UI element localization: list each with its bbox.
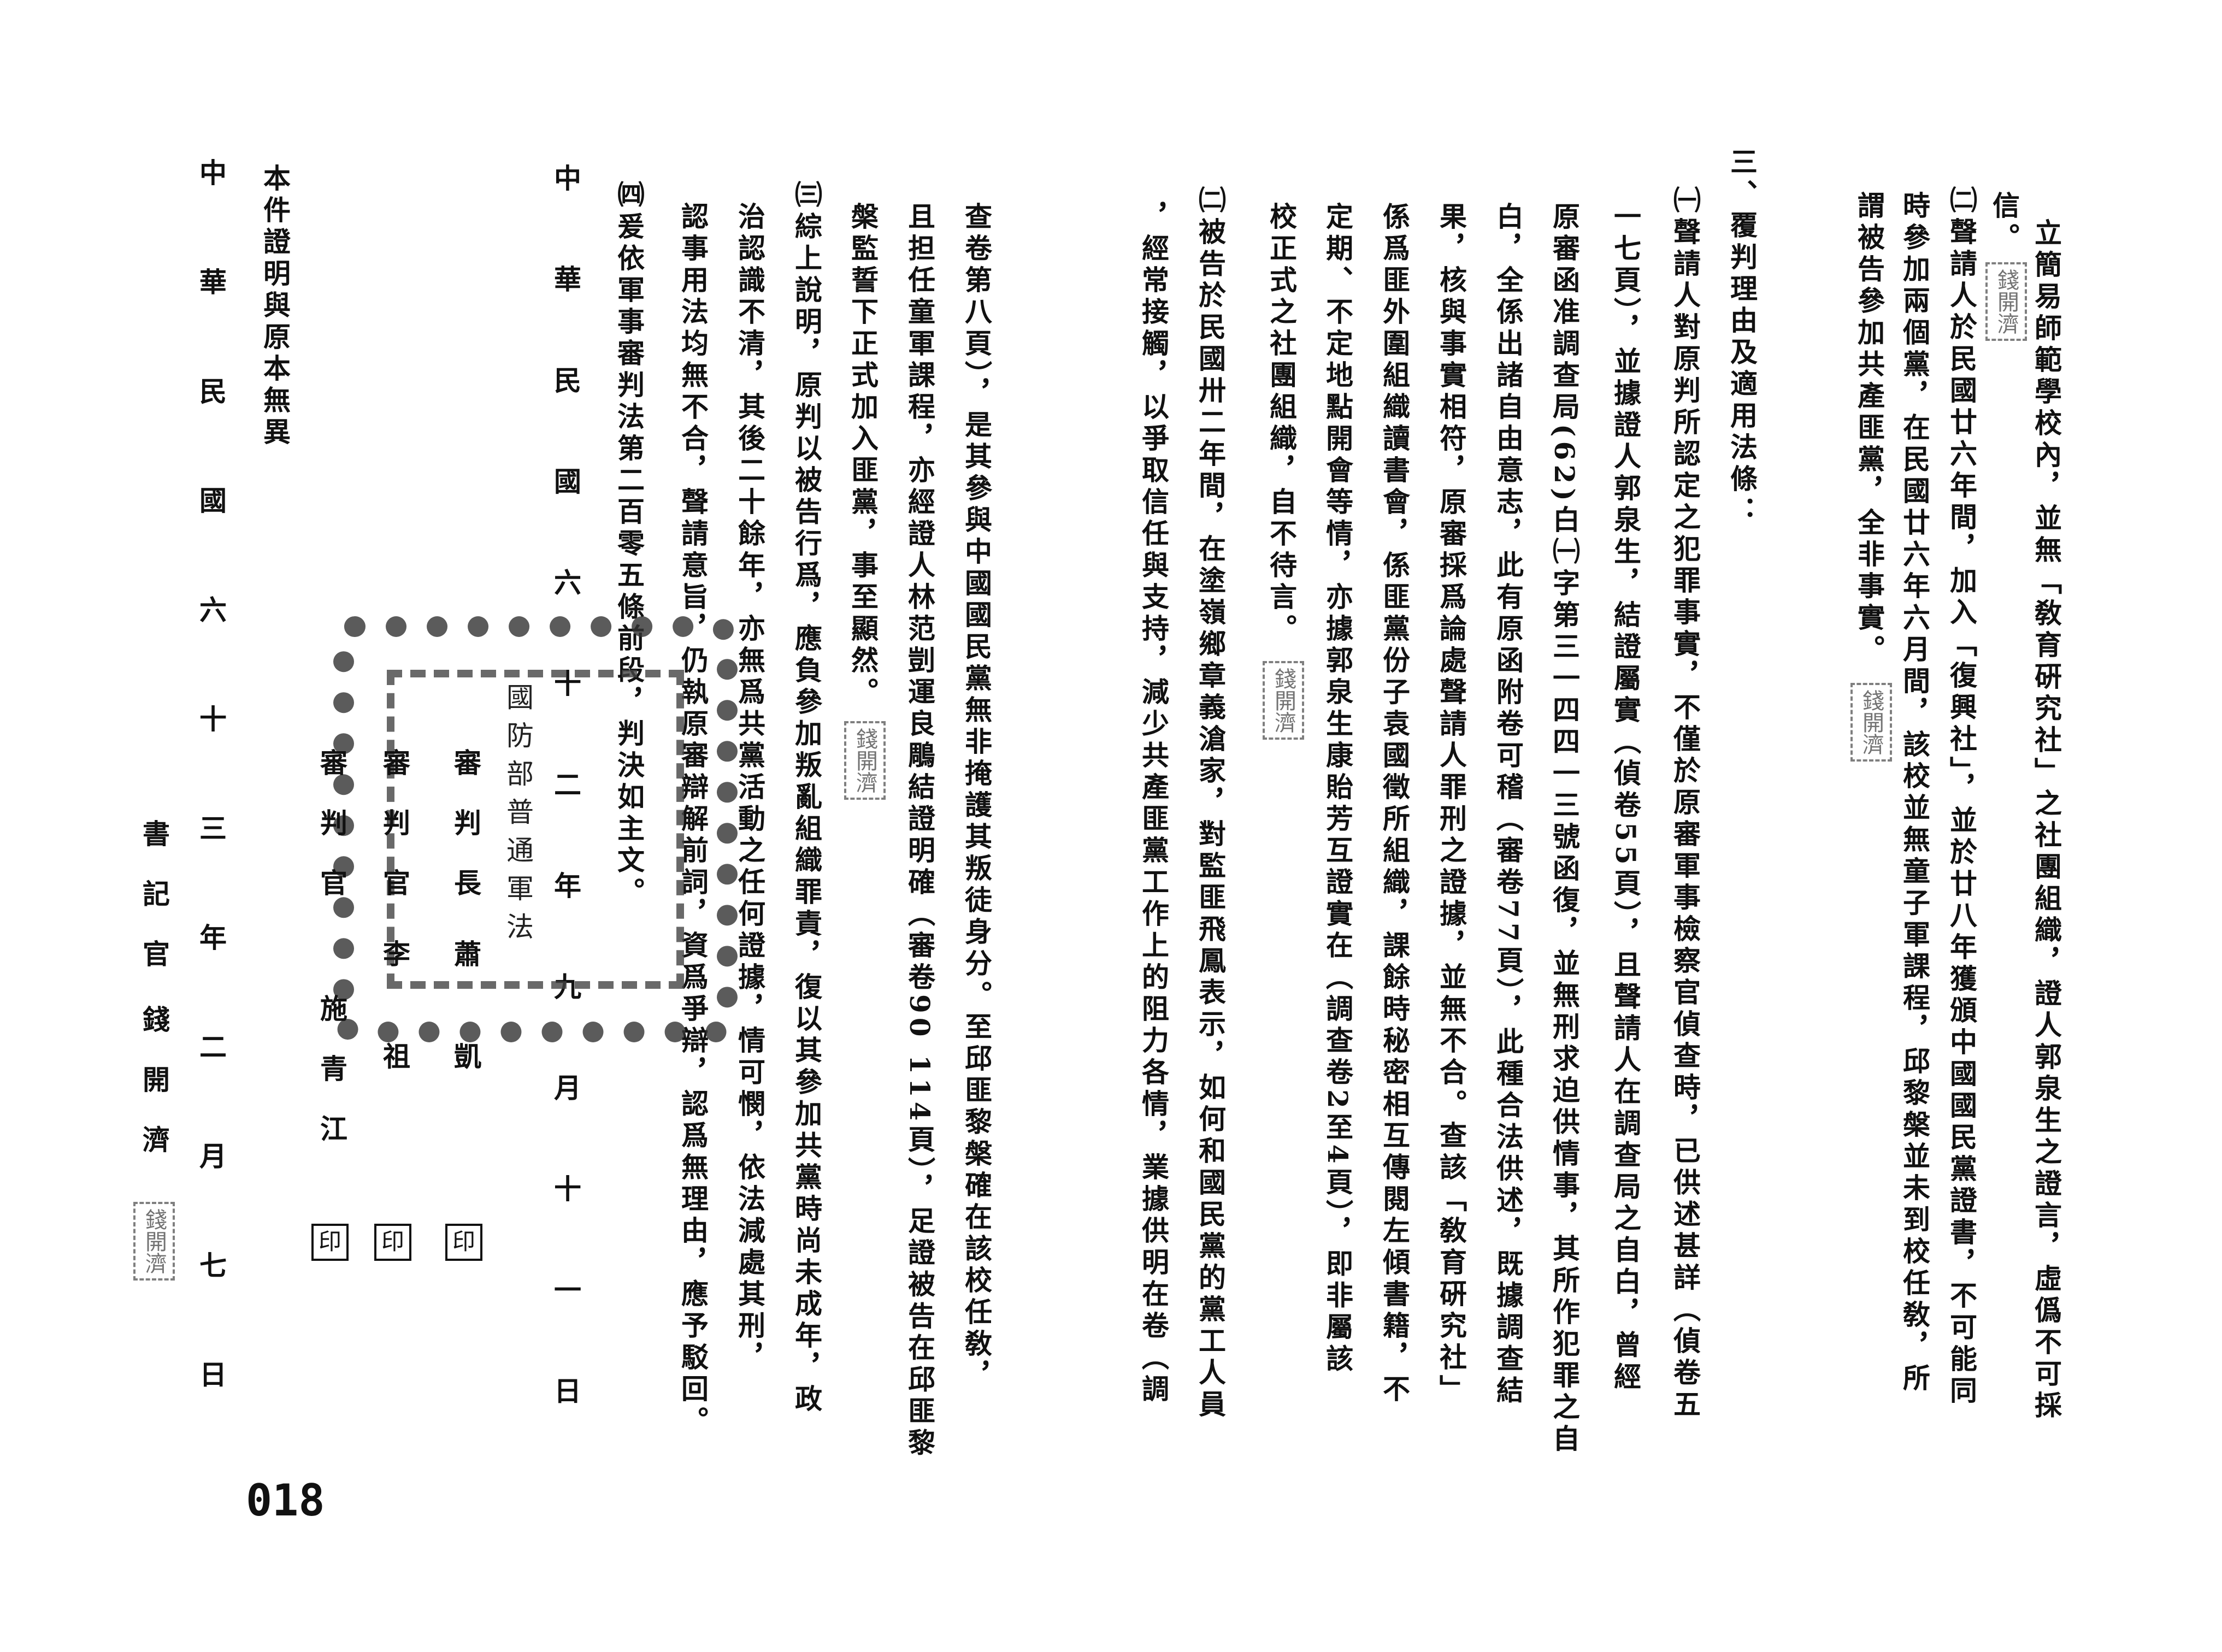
- judge-title: 審判長: [450, 748, 482, 929]
- text-column-10: 白，全係出諸自由意志，此有原函附卷可稽（審卷77頁），此種合法供述，既據調查結: [1492, 202, 1524, 1408]
- judge-title: 審判官: [316, 748, 348, 929]
- judge-title: 審判官: [379, 748, 411, 929]
- text-column-19: 槃監誓下正式加入匪黨，事至顯然。: [847, 202, 879, 709]
- certification-statement: 本件證明與原本無異: [259, 164, 291, 449]
- judge-name: 施青江: [316, 994, 348, 1175]
- personal-seal: 錢開濟: [1850, 683, 1892, 762]
- seal-mark: 印: [311, 1224, 349, 1261]
- certification-date: 中華民國六十三年二月七日: [195, 158, 227, 1470]
- seal-mark: 印: [445, 1224, 482, 1261]
- text-column-1: 立簡易師範學校內，並無「敎育硏究社」之社團組織，證人郭泉生之證言，虛僞不可採: [2030, 219, 2062, 1423]
- text-column-2: 信。: [1988, 191, 2020, 255]
- text-column-8: 一七頁），並據證人郭泉生，結證屬實（偵卷55頁），且聲請人在調查局之自白，曾經: [1610, 202, 1642, 1394]
- text-column-11: 果，核與事實相符，原審採爲論處聲請人罪刑之證據，並無不合。查該「敎育硏究社」: [1435, 202, 1467, 1406]
- page-number: 018: [246, 1475, 325, 1526]
- text-column-5: 謂被告參加共產匪黨，全非事實。: [1853, 191, 1885, 666]
- personal-seal: 錢開濟: [1985, 262, 2027, 341]
- text-column-23: ㈣爰依軍事審判法第二百零五條前段，判決如主文。: [613, 180, 645, 909]
- personal-seal: 錢開濟: [1263, 661, 1304, 740]
- judge-name: 李 祖: [379, 940, 411, 1102]
- text-column-15: ㈡被告於民國卅二年間，在塗嶺鄉章義滄家，對監匪飛鳳表示，如何和國民黨的黨工人員: [1194, 186, 1227, 1421]
- judgment-date: 中華民國六十二年九月十一日: [550, 164, 582, 1478]
- text-column-20: ㈢綜上說明，原判以被告行爲，應負參加叛亂組織罪責，復以其參加共黨時尚未成年，政: [791, 180, 823, 1416]
- personal-seal: 錢開濟: [133, 1202, 175, 1281]
- court-seal-text: 國防部普通軍法: [502, 683, 534, 951]
- text-column-18: 且担任童軍課程，亦經證人林范剴運良鵰結證明確（審卷90 114頁），足證被告在邱…: [904, 202, 936, 1460]
- text-column-13: 定期、不定地點開會等情，亦據郭泉生康貽芳互證實在（調查卷2至4頁），即非屬該: [1322, 202, 1354, 1376]
- court-seal: [333, 616, 738, 1042]
- text-column-12: 係爲匪外圍組織讀書會，係匪黨份子袁國徵所組織，課餘時秘密相互傳閱左傾書籍，不: [1378, 202, 1411, 1406]
- clerk-name: 錢開濟: [138, 1005, 170, 1185]
- judge-name: 蕭 凱: [450, 940, 482, 1102]
- section-heading: 三、覆判理由及適用法條：: [1726, 148, 1758, 528]
- text-column-16: ，經常接觸，以爭取信任與支持，減少共產匪黨工作上的阻力各情，業據供明在卷（調: [1137, 202, 1170, 1406]
- text-column-14: 校正式之社團組織，自不待言。: [1265, 202, 1298, 646]
- clerk-title: 書記官: [138, 819, 170, 1000]
- text-column-7: ㈠聲請人對原判所認定之犯罪事實，不僅於原審軍事檢察官偵查時，已供述甚詳（偵卷五: [1669, 186, 1701, 1421]
- text-column-21: 治認識不清，其後二十餘年，亦無爲共黨活動之任何證據，情可憫，依法減處其刑，: [734, 202, 766, 1374]
- text-column-4: 時參加兩個黨，在民國廿六年六月間，該校並無童子軍課程，邱黎槃並未到校任敎，所: [1899, 191, 1931, 1395]
- seal-mark: 印: [374, 1224, 411, 1261]
- personal-seal: 錢開濟: [844, 721, 886, 800]
- text-column-3: ㈡聲請人於民國廿六年間，加入「復興社」，並於廿八年獲頒中國國民黨證書，不可能同: [1946, 186, 1978, 1408]
- text-column-17: 查卷第八頁），是其參與中國國民黨無非掩護其叛徒身分。至邱匪黎槃確在該校任敎，: [960, 202, 993, 1393]
- text-column-9: 原審函准調查局(62)白㈠字第三一四四一三號函復，並無刑求迫供情事，其所作犯罪之…: [1548, 202, 1581, 1456]
